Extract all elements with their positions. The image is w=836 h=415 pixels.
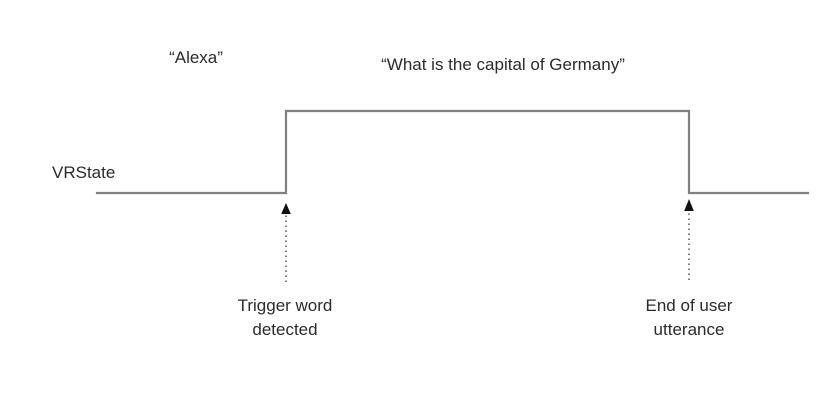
- vrstate-waveform-path: [95, 109, 810, 195]
- trigger-event-arrowhead-icon: [281, 203, 291, 214]
- utterance-label-query: “What is the capital of Germany”: [381, 55, 625, 74]
- end-event-arrowhead-icon: [684, 199, 694, 211]
- utterance-label-wake-word: “Alexa”: [169, 48, 223, 67]
- event-label-trigger-line2: detected: [252, 320, 318, 339]
- event-label-end-of-utterance: End of user utterance: [579, 294, 799, 342]
- event-label-trigger-line1: Trigger word: [237, 296, 333, 315]
- signal-name-label-vrstate: VRState: [52, 163, 116, 182]
- event-label-trigger-word-detected: Trigger word detected: [175, 294, 395, 342]
- event-label-end-line1: End of user: [645, 296, 733, 315]
- event-label-end-line2: utterance: [653, 320, 725, 339]
